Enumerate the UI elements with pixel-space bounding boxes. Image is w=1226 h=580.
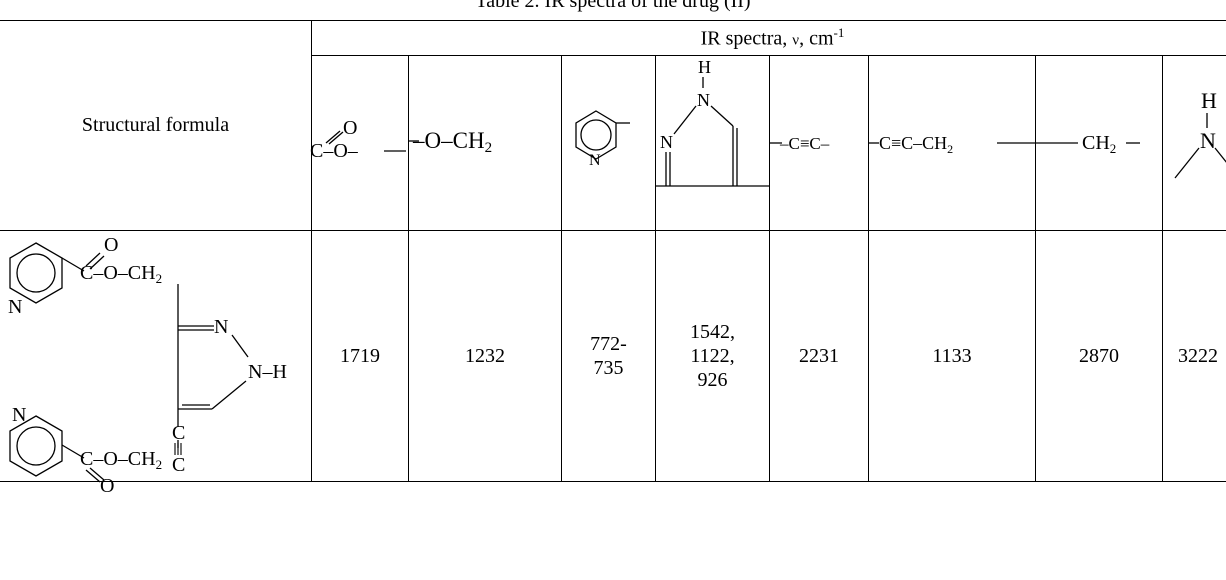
value-methylene: 2870 [1035, 230, 1163, 482]
pyrazole-n2: N [660, 132, 673, 152]
group-amine: H N [1162, 55, 1226, 231]
n-ring-bottom: N [12, 404, 26, 426]
amine-icon: H N [1174, 88, 1226, 179]
ester-bottom: C–O–CH2 [80, 448, 162, 472]
group-ester: O C–O– [310, 55, 409, 231]
pyridine-n: N [589, 152, 601, 169]
ester-group-icon: O C–O– [310, 117, 406, 162]
o-bottom: O [100, 475, 114, 497]
svg-text:–C≡C–: –C≡C– [779, 134, 830, 153]
group-ester-o: O [343, 117, 357, 139]
group-ether: –O–CH2 [408, 55, 562, 231]
group-methylene: CH2 [1035, 55, 1163, 231]
svg-text:–O–CH2: –O–CH2 [412, 128, 492, 156]
ester-top: C–O–CH2 [80, 262, 162, 286]
group-pyrazole: H N N [655, 55, 770, 231]
svg-text:CH2: CH2 [1082, 132, 1116, 156]
amine-h: H [1201, 88, 1217, 113]
ir-spectra-header: IR spectra, ν, cm-1 [311, 20, 1226, 56]
ir-spectra-table: Structural formula IR spectra, ν, cm-1 O… [0, 20, 1226, 482]
structural-formula-header: Structural formula [0, 20, 312, 231]
ether-group-icon: –O–CH2 [409, 128, 492, 156]
group-ester-label: C–O– [310, 140, 359, 162]
pyrazole-ring-icon: H N N [656, 57, 769, 187]
group-pyridine: N [561, 55, 656, 231]
table-caption: Table 2. IR spectra of the drug (II) [475, 0, 751, 12]
o-top: O [104, 234, 118, 256]
n-pyrazole: N [214, 316, 228, 338]
value-propargyl: 1133 [868, 230, 1036, 482]
value-ester: 1719 [311, 230, 409, 482]
value-amine: 3222 [1162, 230, 1226, 482]
molecule-structure-cell: N O C–O–CH2 N N–H C [0, 230, 312, 482]
value-triple-bond: 2231 [769, 230, 869, 482]
pyrazole-h: H [698, 57, 711, 77]
svg-text:C≡C–CH2: C≡C–CH2 [879, 133, 953, 156]
c-alkyne-2: C [172, 454, 185, 476]
pyridine-ring-icon: N [575, 110, 630, 169]
molecule-structure-icon: N O C–O–CH2 N N–H C [8, 234, 287, 477]
group-propargyl: C≡C–CH2 [868, 55, 1036, 231]
c-alkyne-1: C [172, 422, 185, 444]
triple-bond-icon: –C≡C– [770, 134, 830, 153]
molecule-bottom-ester-icon: C–O–CH2 O [61, 440, 179, 497]
nh-pyrazole: N–H [248, 361, 287, 383]
value-pyrazole: 1542,1122,926 [655, 230, 770, 482]
value-ether: 1232 [408, 230, 562, 482]
group-triple-bond: –C≡C– [769, 55, 869, 231]
pyrazole-n1: N [697, 90, 710, 110]
n-ring-top: N [8, 296, 22, 318]
methylene-icon: CH2 [1036, 132, 1140, 156]
amine-n: N [1200, 128, 1216, 153]
value-pyridine: 772-735 [561, 230, 656, 482]
propargyl-icon: C≡C–CH2 [869, 133, 1035, 156]
